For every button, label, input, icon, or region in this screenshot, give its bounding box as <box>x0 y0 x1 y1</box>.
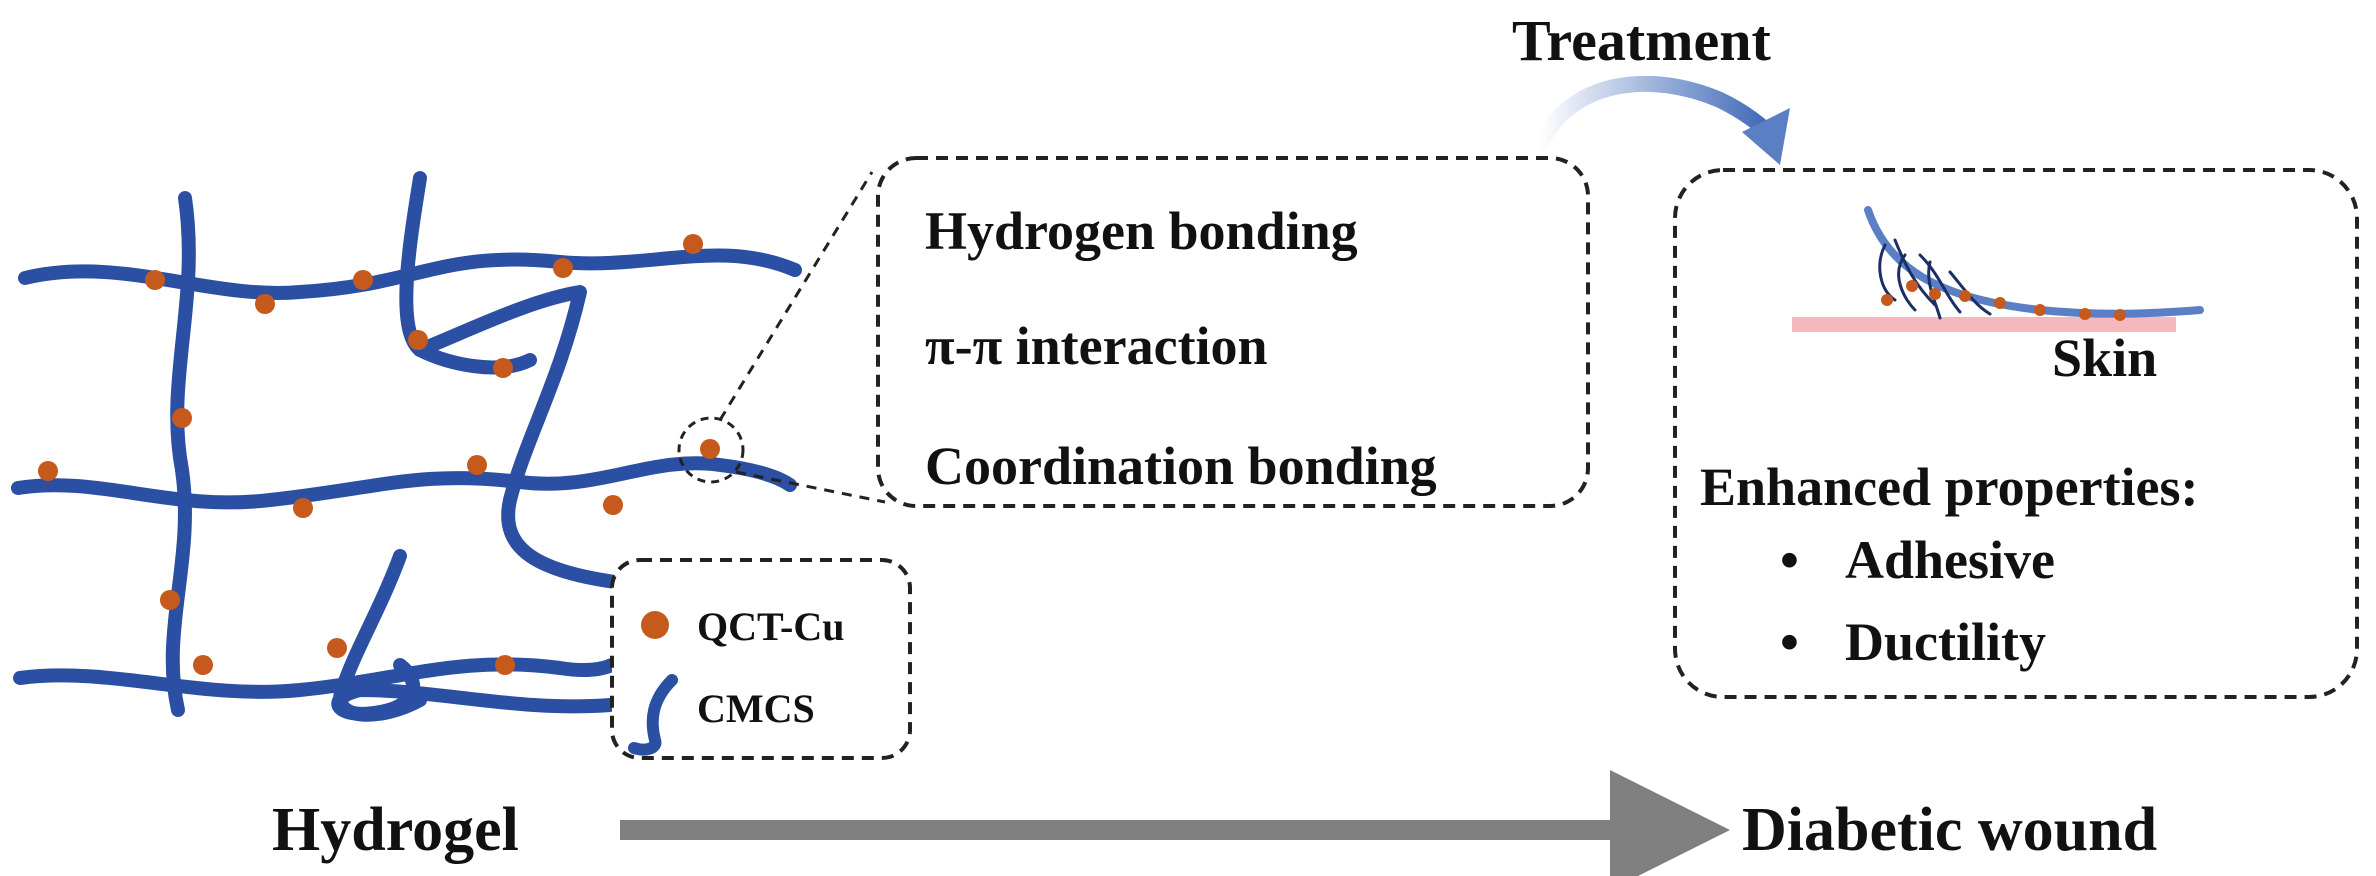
property-item-ductility: Ductility <box>1845 612 2046 672</box>
qct-cu-particle <box>145 270 165 290</box>
qct-cu-particle <box>255 294 275 314</box>
qct-cu-particle <box>683 234 703 254</box>
hydrogel-film-particles <box>1881 280 2126 321</box>
qct-cu-particles <box>38 234 720 675</box>
qct-cu-particle <box>493 358 513 378</box>
cmcs-legend-marker <box>628 674 678 756</box>
property-bullet: • <box>1780 612 1799 672</box>
cmcs-strand <box>333 549 427 722</box>
qct-cu-particle <box>193 655 213 675</box>
qct-cu-particle <box>603 495 623 515</box>
diabetic-wound-label: Diabetic wound <box>1742 796 2157 864</box>
property-item-adhesive: Adhesive <box>1845 530 2055 590</box>
qct-cu-particle <box>553 258 573 278</box>
properties-title: Enhanced properties: <box>1700 457 2199 517</box>
qct-cu-particle <box>700 439 720 459</box>
qct-cu-particle <box>293 498 313 518</box>
qct-cu-particle <box>160 590 180 610</box>
cmcs-strand <box>11 456 797 510</box>
qct-cu-particle <box>172 408 192 428</box>
qct-cu-particle <box>327 638 347 658</box>
legend-label-qct-cu: QCT-Cu <box>697 604 844 649</box>
zoom-callout <box>677 171 886 504</box>
interaction-box: Hydrogen bonding π-π interaction Coordin… <box>876 156 1590 508</box>
cmcs-strand <box>165 191 196 717</box>
legend: QCT-Cu CMCS <box>610 558 912 760</box>
qct-cu-particle <box>353 270 373 290</box>
qct-cu-particle <box>408 330 428 350</box>
qct-cu-particle <box>495 655 515 675</box>
cmcs-strand <box>413 285 622 589</box>
treatment-arrow: Treatment <box>1512 8 1790 165</box>
skin-layer <box>1792 317 2176 332</box>
cmcs-strand <box>13 633 647 699</box>
hydrogel-label: Hydrogel <box>272 796 519 864</box>
legend-label-cmcs: CMCS <box>697 686 815 731</box>
skin-label: Skin <box>2052 328 2157 388</box>
transition-row: Hydrogel Diabetic wound <box>272 770 2157 876</box>
qct-cu-legend-marker <box>641 611 669 639</box>
qct-cu-particle <box>38 461 58 481</box>
interaction-label: Coordination bonding <box>925 436 1437 496</box>
qct-cu-particle <box>467 455 487 475</box>
interaction-label: Hydrogen bonding <box>925 201 1358 261</box>
interaction-label: π-π interaction <box>925 316 1268 376</box>
result-box: Skin Enhanced properties: • Adhesive • D… <box>1673 168 2359 699</box>
treatment-label: Treatment <box>1512 8 1771 73</box>
property-bullet: • <box>1780 530 1799 590</box>
